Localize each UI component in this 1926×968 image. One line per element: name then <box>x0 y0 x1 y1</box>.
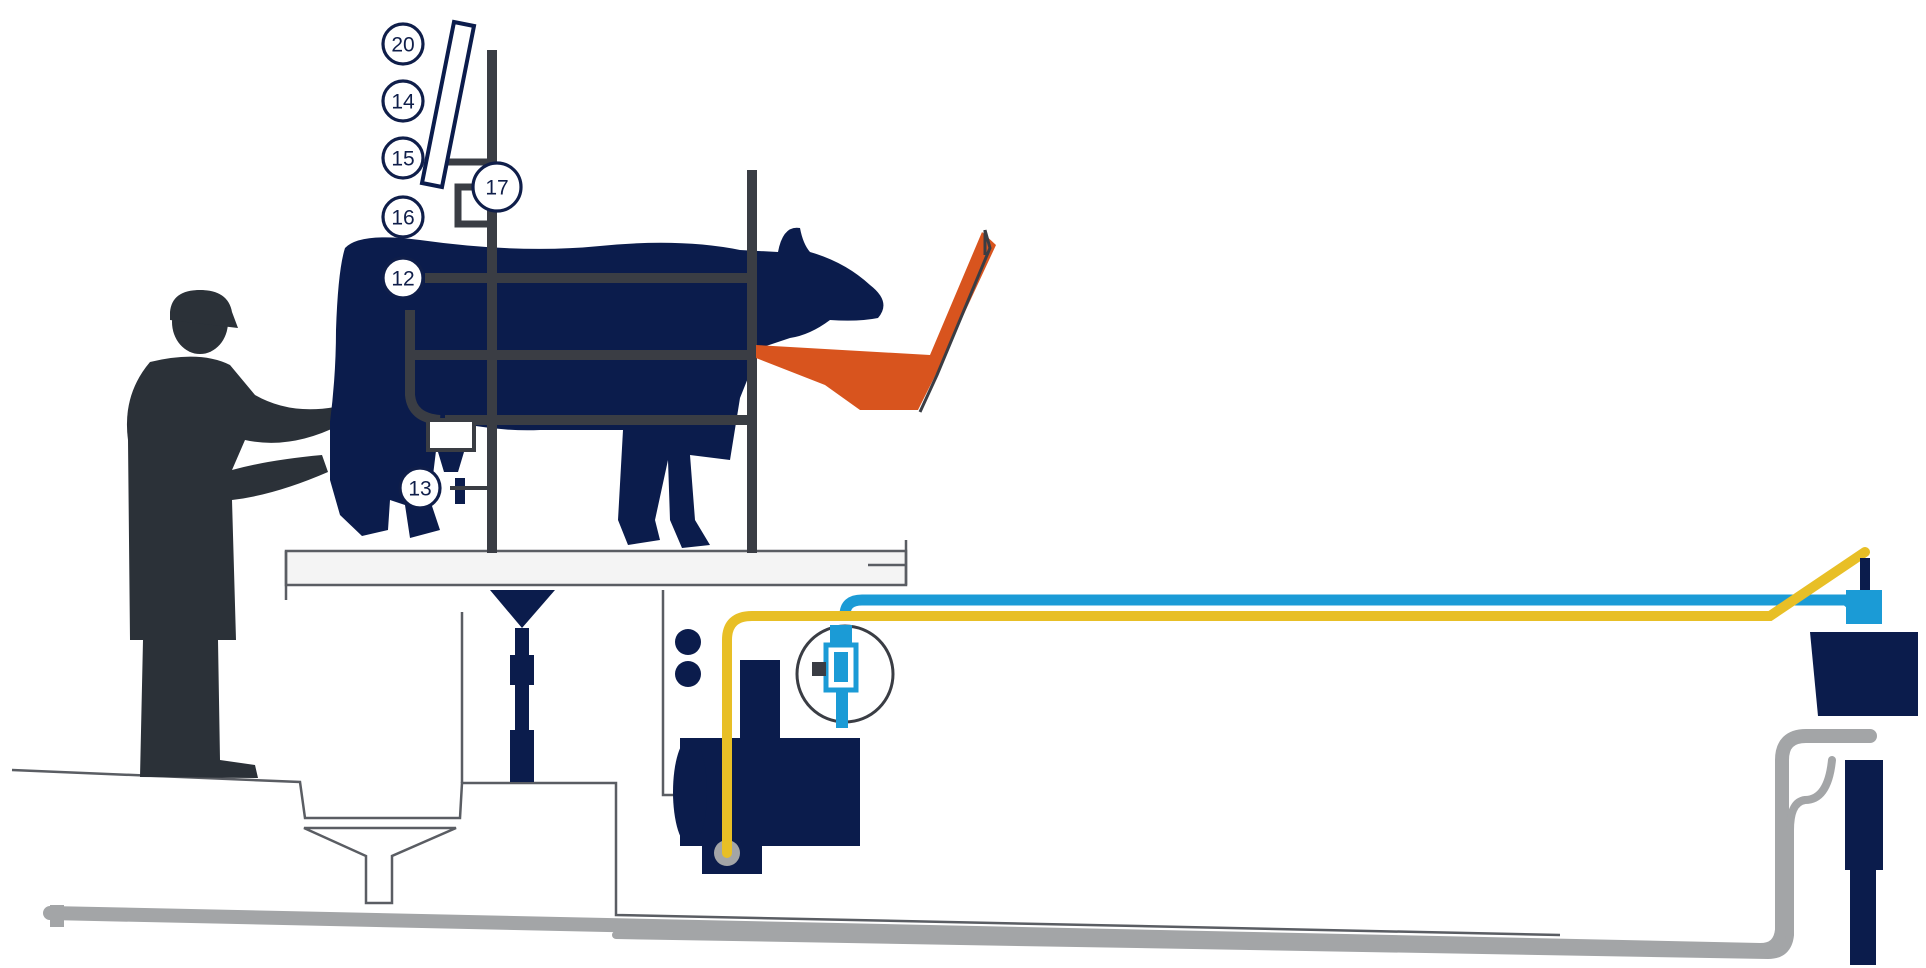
pulsator-detail-icon <box>795 624 895 728</box>
callout-15: 15 <box>381 136 425 180</box>
drain-funnel-icon <box>490 590 555 782</box>
callout-17: 17 <box>471 161 523 213</box>
callout-20: 20 <box>381 22 425 66</box>
callout-13: 13 <box>398 466 442 510</box>
receiver-tank-icon <box>1810 558 1918 965</box>
svg-text:12: 12 <box>391 268 414 291</box>
floor-outline <box>11 540 1561 937</box>
drain-pipe <box>43 729 1877 960</box>
milk-line <box>722 547 1870 858</box>
svg-text:14: 14 <box>391 91 415 114</box>
callout-14: 14 <box>381 79 425 123</box>
stall-rails <box>405 50 757 553</box>
worker-silhouette-icon <box>126 290 340 778</box>
svg-text:20: 20 <box>391 34 414 57</box>
callout-16: 16 <box>381 195 425 239</box>
display-panel-icon <box>419 19 477 190</box>
svg-text:17: 17 <box>485 177 508 200</box>
callout-12: 12 <box>381 256 425 300</box>
drain-end-cap <box>50 905 64 927</box>
svg-text:13: 13 <box>408 478 431 501</box>
cow-silhouette-icon <box>330 227 884 548</box>
vacuum-pump-icon <box>673 629 860 874</box>
milk-meter-icon <box>426 418 490 504</box>
svg-text:15: 15 <box>391 148 414 171</box>
feed-trough-icon <box>756 229 996 413</box>
svg-text:16: 16 <box>391 207 414 230</box>
